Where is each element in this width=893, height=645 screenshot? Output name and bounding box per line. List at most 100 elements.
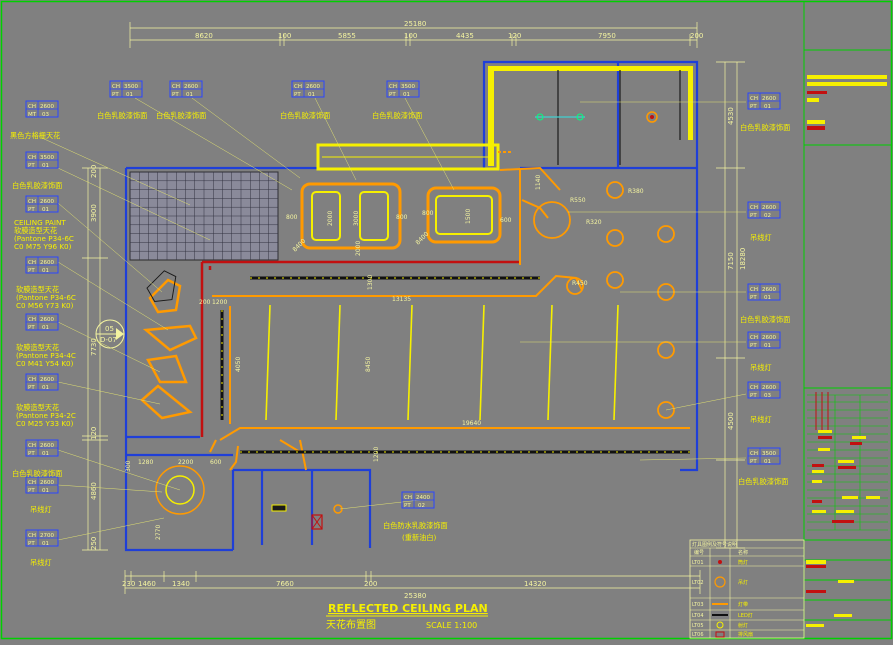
dim-bottom-5: 14320 — [524, 580, 546, 588]
dim-left-4: 4860 — [90, 482, 98, 500]
label-l4c: C0 M56 Y73 K0) — [16, 301, 74, 310]
tag-height: 2600 — [762, 205, 776, 211]
feature-walls — [200, 260, 520, 437]
pendant-lights — [533, 181, 675, 419]
tag-ch: CH — [750, 335, 758, 341]
linear-lights-dots — [221, 277, 690, 453]
tag-height: 2600 — [762, 385, 776, 391]
tag-finish: PT — [750, 459, 757, 465]
dim-d2200: 2200 — [178, 459, 193, 466]
dim-d600b: 600 — [210, 459, 222, 466]
dim-d2000b: 2000 — [355, 241, 362, 256]
dim-bottom-4: 200 — [364, 580, 377, 588]
dim-d800c: 800 — [422, 210, 434, 217]
dim-left-1: 3900 — [90, 204, 98, 222]
dim-d4050: 4050 — [235, 357, 242, 372]
dim-d300: 300 — [125, 460, 132, 472]
label-l5a: 软膜造型天花 — [16, 343, 59, 352]
dimensions-top — [129, 22, 698, 48]
title-block — [803, 1, 892, 639]
tag-ch: CH — [28, 480, 36, 486]
dim-top-1: 100 — [278, 32, 291, 40]
radius-3: R320 — [586, 219, 602, 226]
tag-ch: CH — [28, 155, 36, 161]
legend-col-name: 名称 — [738, 549, 748, 556]
tag-ch: CH — [28, 199, 36, 205]
tag-number: 01 — [764, 343, 771, 349]
label-t3: 白色乳胶漆饰面 — [280, 111, 330, 120]
dim-bottom-1: 1460 — [138, 580, 156, 588]
legend-name-1: 筒灯 — [738, 559, 748, 566]
tag-height: 2600 — [40, 260, 54, 266]
label-r4: 吊线灯 — [750, 363, 772, 372]
legend-name-5: 射灯 — [738, 622, 748, 629]
tag-number: 01 — [764, 459, 771, 465]
dim-left-5: 250 — [90, 537, 98, 550]
ceiling-labels: 白色乳胶漆饰面白色乳胶漆饰面白色乳胶漆饰面白色乳胶漆饰面黑色方格栅天花白色乳胶漆… — [10, 111, 790, 567]
tag-ch: CH — [404, 495, 412, 501]
dim-left-3: 120 — [90, 427, 98, 440]
legend-code-2: LT02 — [692, 580, 704, 586]
tag-ch: CH — [112, 84, 120, 90]
tag-finish: PT — [404, 503, 411, 509]
label-l4a: 软膜造型天花 — [16, 285, 59, 294]
tag-number: 01 — [42, 451, 49, 457]
tag-ch: CH — [750, 385, 758, 391]
dim-top-total: 25180 — [404, 20, 426, 28]
dim-d1500: 1500 — [465, 209, 472, 224]
dimensions-bottom — [124, 570, 701, 594]
drawing-title-en: REFLECTED CEILING PLAN — [328, 602, 488, 615]
tag-finish: MT — [28, 112, 37, 118]
dim-d1200: 1200 — [212, 299, 227, 306]
walls — [124, 60, 699, 552]
label-l3a: CEILING PAINT — [14, 218, 66, 227]
tag-finish: PT — [294, 92, 301, 98]
label-l5b: (Pantone P34-4C — [16, 351, 76, 360]
radius-1: R550 — [570, 197, 586, 204]
tag-height: 2700 — [40, 533, 54, 539]
dim-top-5: 120 — [508, 32, 521, 40]
dim-d1200b: 1200 — [373, 447, 380, 462]
tag-number: 01 — [42, 163, 49, 169]
section-marker[interactable] — [95, 319, 125, 349]
label-l4b: (Pantone P34-6C — [16, 293, 76, 302]
tag-finish: PT — [112, 92, 119, 98]
tag-ch: CH — [172, 84, 180, 90]
tag-number: 01 — [308, 92, 315, 98]
label-l3b: 软膜造型天花 — [14, 226, 57, 235]
dim-left-2: 7730 — [90, 338, 98, 356]
label-c1b: (重新油白) — [402, 533, 437, 542]
label-r1: 白色乳胶漆饰面 — [740, 123, 790, 132]
tag-finish: PT — [28, 207, 35, 213]
dim-bottom-3: 7660 — [276, 580, 294, 588]
label-r2: 吊线灯 — [750, 233, 772, 242]
dim-top-0: 8620 — [195, 32, 213, 40]
section-number: 05 — [105, 325, 114, 333]
label-t4: 白色乳胶漆饰面 — [372, 111, 422, 120]
tag-number: 01 — [764, 104, 771, 110]
tag-ch: CH — [28, 377, 36, 383]
